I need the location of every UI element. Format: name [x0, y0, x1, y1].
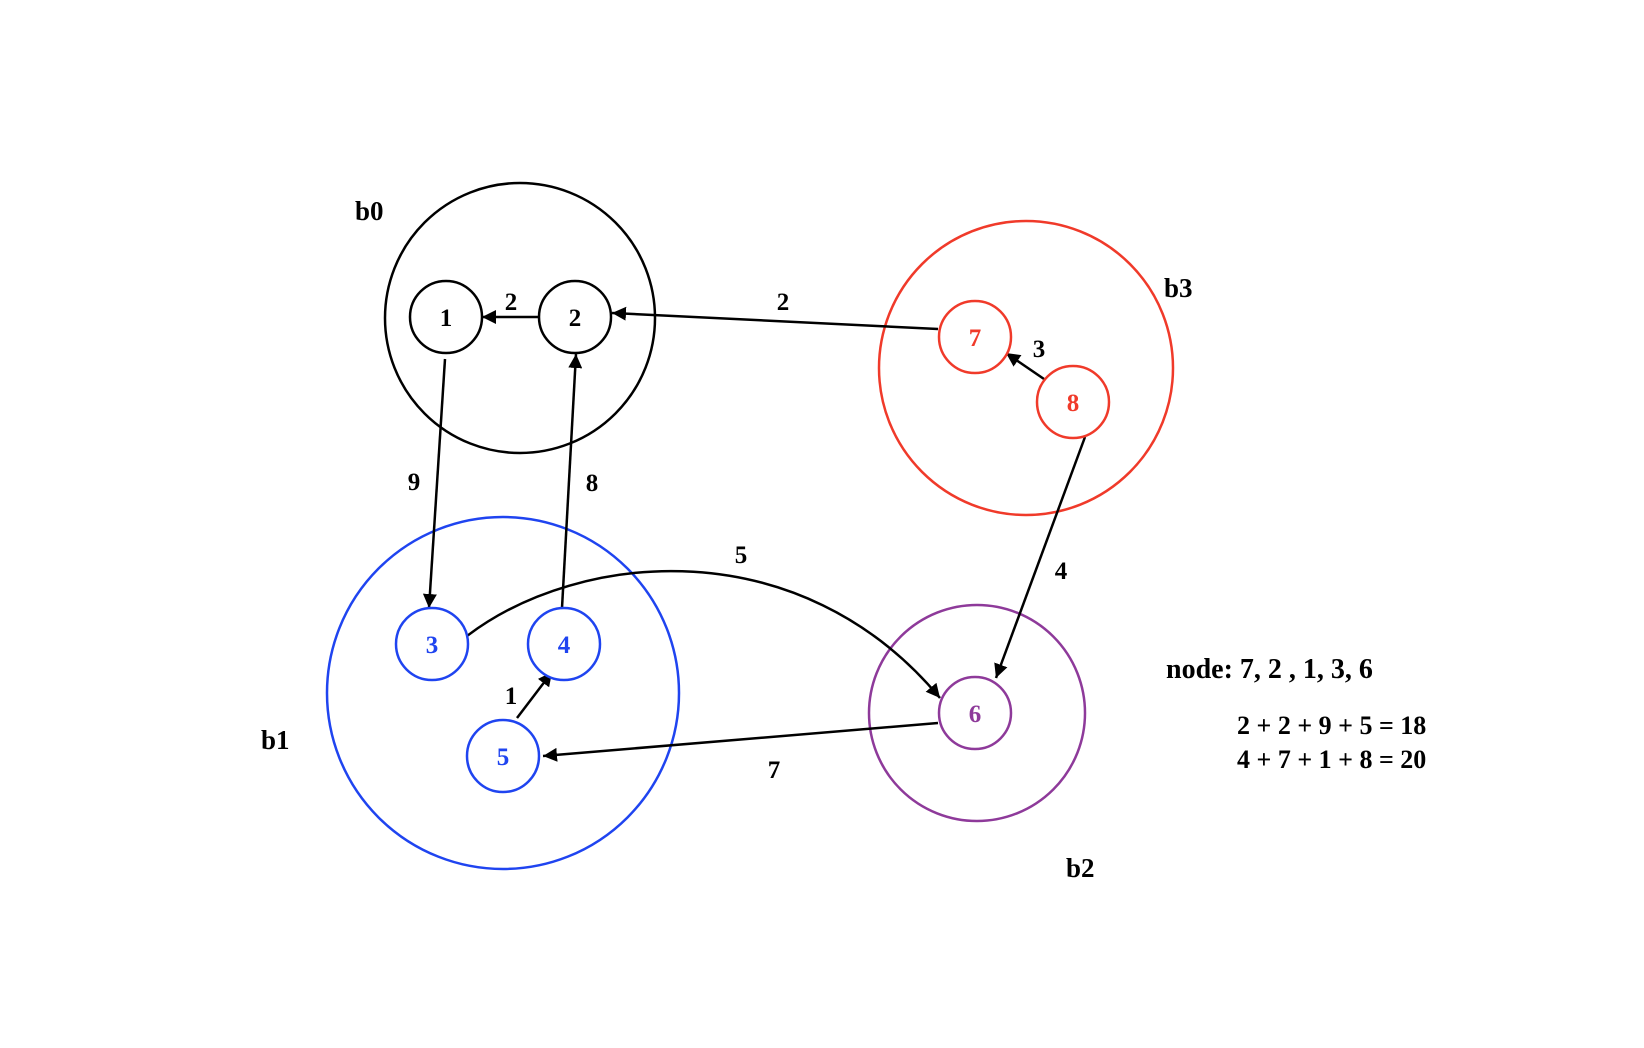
edge-weight-6-to-5: 7 [768, 757, 781, 784]
edge-7-to-2 [611, 306, 939, 331]
node-circle-7 [937, 299, 1013, 375]
node-label-2: 2 [569, 305, 582, 332]
edge-3-to-6 [466, 569, 941, 699]
edge-weight-3-to-6: 5 [735, 542, 748, 569]
sum-line-1: 2 + 2 + 9 + 5 = 18 [1237, 711, 1426, 740]
node-label-8: 8 [1067, 390, 1080, 417]
path-nodes-note: node: 7, 2 , 1, 3, 6 [1166, 654, 1373, 685]
edge-6-to-5 [542, 721, 939, 762]
node-label-6: 6 [969, 701, 982, 728]
node-label-4: 4 [558, 632, 571, 659]
node-label-1: 1 [440, 305, 453, 332]
node-4: 4 [526, 606, 602, 682]
node-circle-2 [537, 279, 613, 355]
sum-line-2: 4 + 7 + 1 + 8 = 20 [1237, 745, 1426, 774]
edge-8-to-7 [1005, 351, 1045, 381]
group-circle-b3 [877, 219, 1175, 517]
node-circle-1 [408, 279, 484, 355]
edge-weight-2-to-1: 2 [505, 289, 518, 316]
group-label-b0: b0 [355, 196, 384, 226]
node-circle-3 [394, 606, 470, 682]
edge-weight-8-to-7: 3 [1033, 336, 1046, 363]
node-label-5: 5 [497, 744, 510, 771]
group-circle-b2 [867, 603, 1087, 823]
node-circle-4 [526, 606, 602, 682]
node-3: 3 [394, 606, 470, 682]
edge-1-to-3 [422, 358, 447, 609]
group-label-b2: b2 [1066, 853, 1095, 883]
edge-4-to-2 [560, 353, 583, 609]
group-circle-b0 [383, 181, 657, 455]
node-8: 8 [1035, 364, 1111, 440]
edge-weight-4-to-2: 8 [586, 470, 599, 497]
node-label-3: 3 [426, 632, 439, 659]
edge-8-to-6 [994, 436, 1087, 679]
edge-5-to-4 [516, 671, 553, 719]
node-2: 2 [537, 279, 613, 355]
node-circle-5 [465, 718, 541, 794]
node-5: 5 [465, 718, 541, 794]
edge-weight-8-to-6: 4 [1055, 558, 1068, 585]
edge-weight-7-to-2: 2 [777, 289, 790, 316]
edge-weight-1-to-3: 9 [408, 469, 421, 496]
node-label-7: 7 [969, 325, 982, 352]
node-7: 7 [937, 299, 1013, 375]
group-circle-b1 [325, 515, 681, 871]
node-circle-8 [1035, 364, 1111, 440]
edge-weight-5-to-4: 1 [505, 683, 518, 710]
node-circle-6 [937, 675, 1013, 751]
node-6: 6 [937, 675, 1013, 751]
group-label-b1: b1 [261, 725, 290, 755]
group-label-b3: b3 [1164, 273, 1193, 303]
node-1: 1 [408, 279, 484, 355]
